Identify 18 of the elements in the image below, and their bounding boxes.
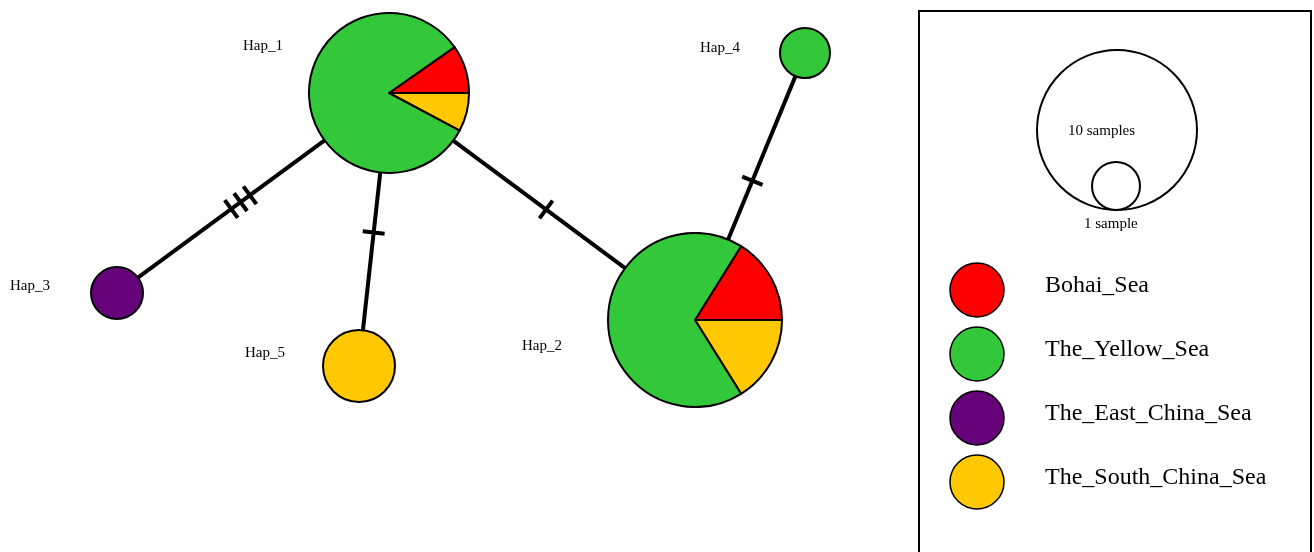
size-scale-label: 10 samples	[1068, 121, 1136, 139]
haplotype-circle	[322, 329, 396, 403]
legend-label: The_South_China_Sea	[1045, 462, 1267, 490]
haplotype-label: Hap_2	[522, 336, 562, 354]
legend-label: The_Yellow_Sea	[1045, 334, 1210, 362]
haplotype-label: Hap_4	[700, 38, 740, 56]
legend-label: Bohai_Sea	[1045, 270, 1149, 298]
mutation-link	[135, 138, 327, 280]
size-scale-label: 1 sample	[1084, 214, 1138, 232]
legend-label: The_East_China_Sea	[1045, 398, 1252, 426]
haplotype-circle	[607, 232, 783, 408]
haplotype-label: Hap_1	[243, 36, 283, 54]
haplotype-circle	[90, 266, 144, 320]
haplotype-label: Hap_5	[245, 343, 285, 361]
mutation-link	[726, 74, 798, 242]
haplotype-label: Hap_3	[10, 276, 50, 294]
haplotype-circle	[779, 27, 831, 79]
haplotype-circle	[308, 12, 470, 174]
